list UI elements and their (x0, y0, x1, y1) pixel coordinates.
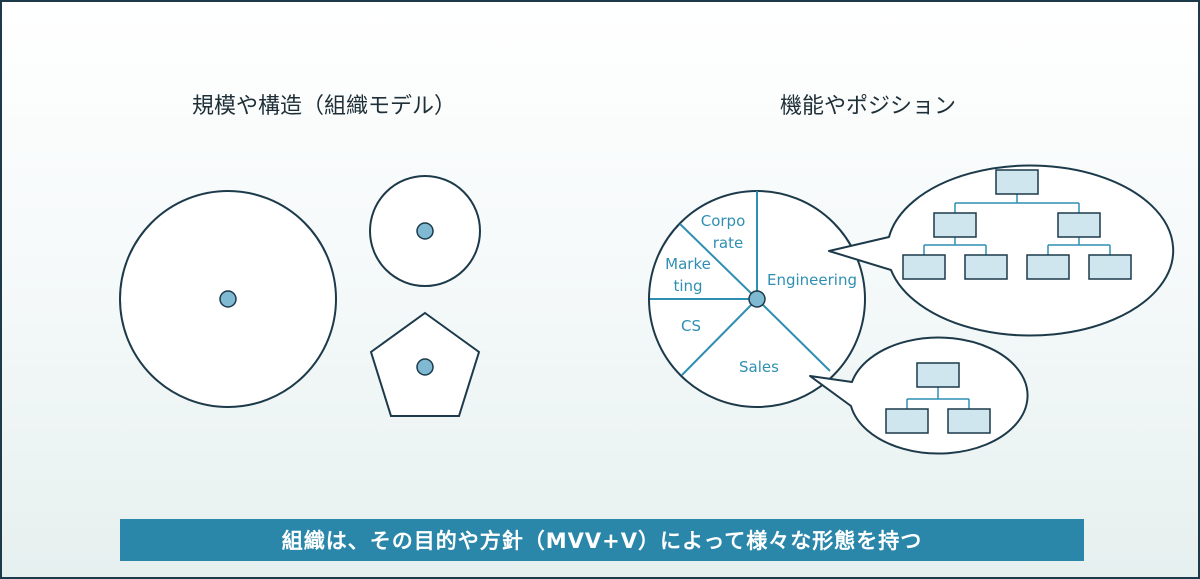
pie-label-corporate-2: rate (713, 234, 743, 252)
org-chart-engineering (902, 169, 1132, 280)
summary-banner: 組織は、その目的や方針（MVV+V）によって様々な形態を持つ (120, 519, 1084, 561)
org-box (933, 212, 977, 238)
org-connectors (923, 194, 1111, 255)
org-box (995, 169, 1039, 195)
pie-divider (679, 223, 758, 300)
org-box (1088, 254, 1132, 280)
org-box (947, 408, 991, 434)
heading-function: 機能やポジション (779, 94, 957, 119)
heading-structure: 規模や構造（組織モデル） (191, 94, 457, 119)
pie-label-marketing-1: Marke (665, 255, 711, 273)
center-dot (219, 290, 237, 308)
pie-label-cs: CS (681, 317, 701, 335)
speech-bubble-engineering (828, 164, 1175, 337)
pie-label-marketing-2: ting (673, 277, 702, 295)
pie-label-sales: Sales (739, 358, 779, 376)
org-box (1057, 212, 1101, 238)
pie-label-corporate-1: Corpo (701, 212, 746, 230)
org-box (1026, 254, 1070, 280)
pie-label-engineering: Engineering (767, 271, 857, 289)
pie-divider (756, 298, 831, 372)
pie-divider (681, 298, 758, 376)
center-dot (416, 222, 434, 240)
org-chart-sales (885, 362, 991, 434)
center-dot (416, 358, 434, 376)
org-box (902, 254, 946, 280)
center-dot (748, 290, 766, 308)
org-box (885, 408, 929, 434)
org-connectors (906, 387, 970, 409)
org-box (916, 362, 960, 388)
org-box (964, 254, 1008, 280)
pie-dividers (650, 191, 831, 376)
